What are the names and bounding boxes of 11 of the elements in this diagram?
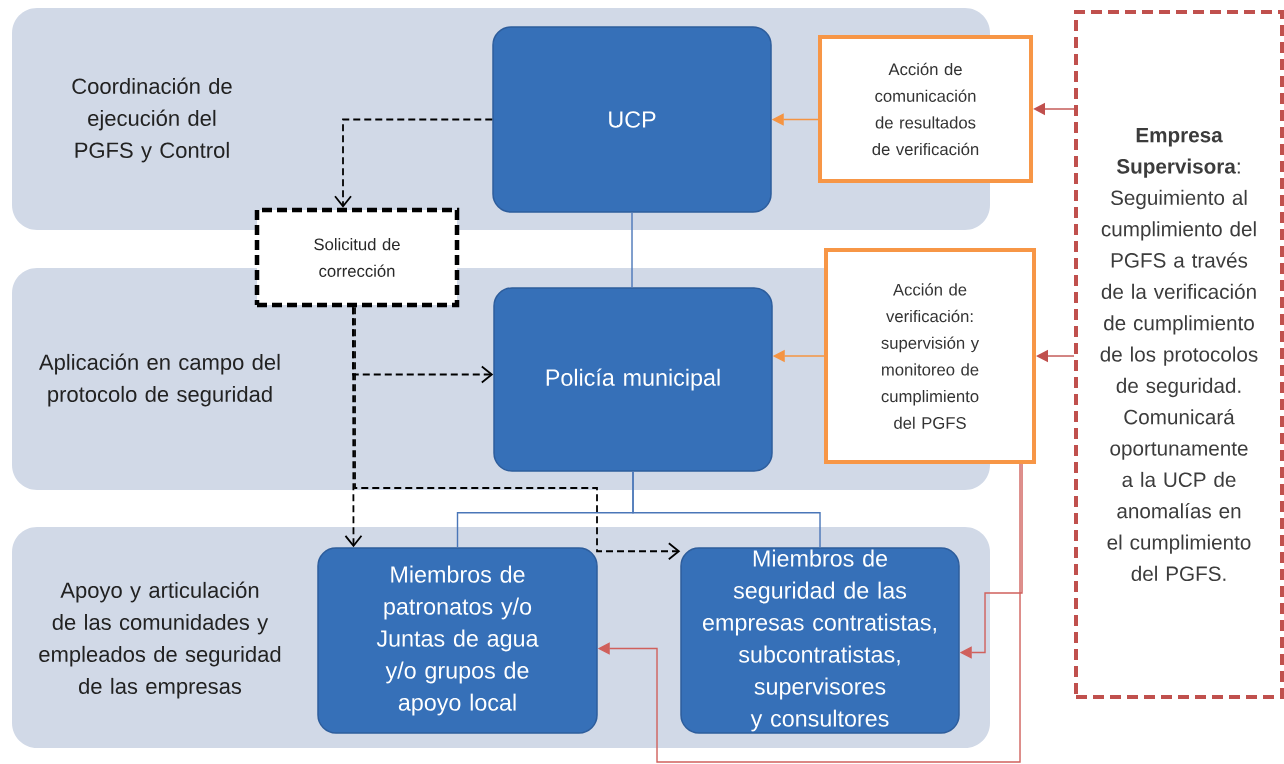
process-box: Policía municipal: [493, 287, 773, 472]
arrow: [334, 118, 494, 208]
arrow: [344, 306, 363, 548]
action-box: Acción de verificación: supervisión y monitoreo de cumplimiento del PGFS: [824, 248, 1036, 464]
process-box: Miembros de seguridad de las empresas contratistas, subcontratistas, supervisores y consultores: [680, 547, 960, 734]
process-box: UCP: [492, 26, 772, 213]
arrow: [354, 306, 681, 561]
process-box: Miembros de patronatos y/o Juntas de agua y/o grupos de apoyo local: [317, 547, 598, 734]
action-box: Acción de comunicación de resultados de verificación: [818, 35, 1033, 183]
note-box: Empresa Supervisora: Seguimiento al cumplimiento del PGFS a través de la verificación de cumplimiento de los protocolos de seguridad. Comunicará oportunamente a la UCP de anomalías en el cumplimiento del PGFS.: [1074, 10, 1284, 699]
request-box: Solicitud de corrección: [254, 207, 460, 308]
